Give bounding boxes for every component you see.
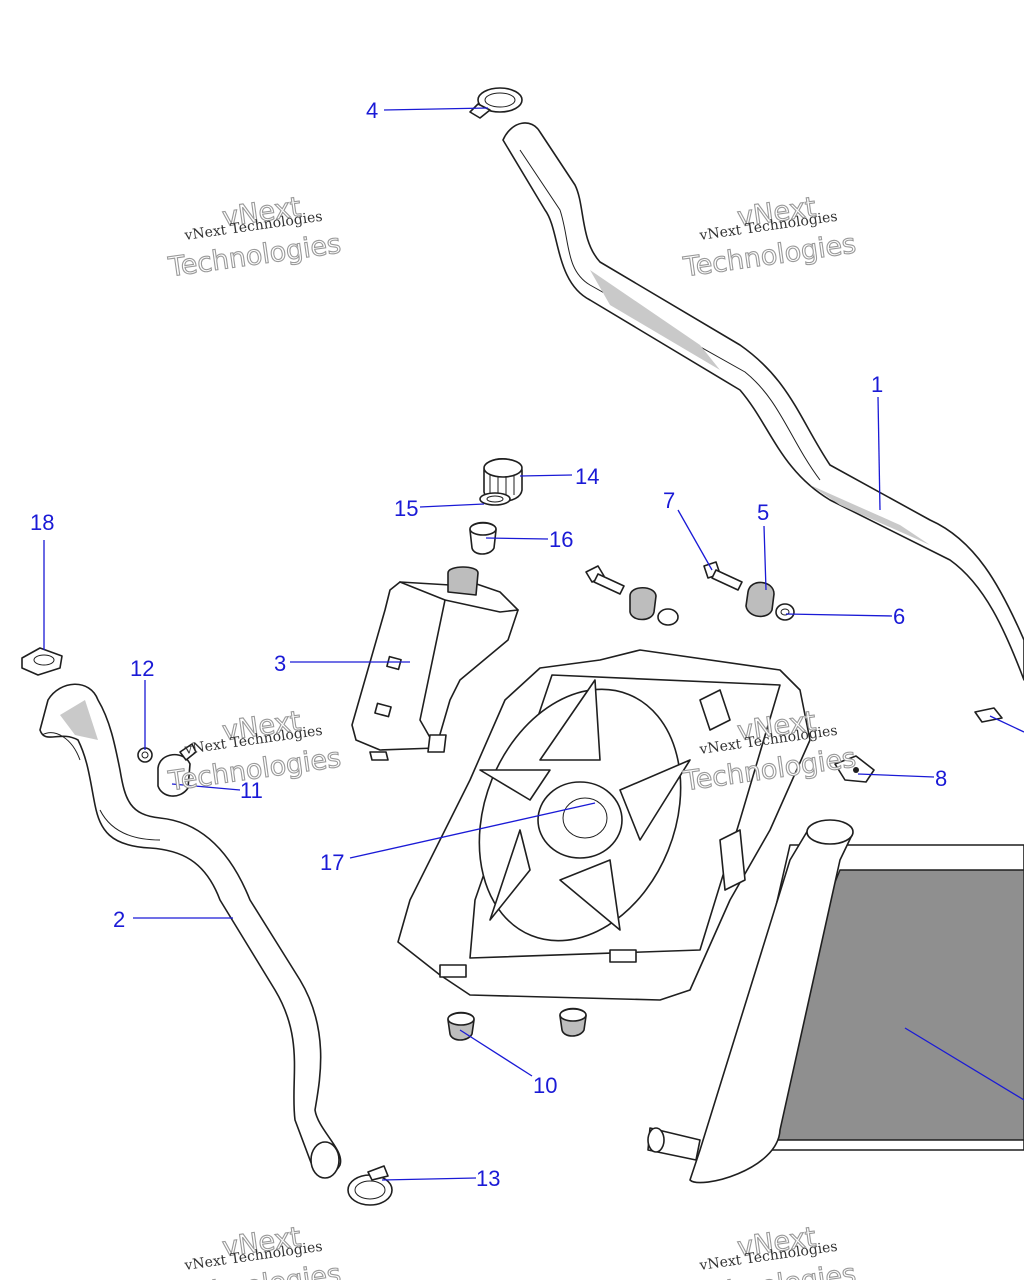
callout-2: 2 (113, 907, 125, 932)
callout-12: 12 (130, 656, 154, 681)
leader-8 (857, 773, 935, 778)
callout-15: 15 (394, 496, 418, 521)
rubber-mount-right (559, 1007, 587, 1037)
watermark: vNext vNext Technologies Technologies (165, 705, 343, 798)
leader-15 (419, 503, 485, 508)
hose-clamp-left (21, 647, 63, 676)
hose-clamp-bottom (347, 1165, 393, 1206)
coolant-reservoir (351, 566, 519, 761)
fan-mount-bolt-left (585, 565, 679, 626)
callout-5: 5 (757, 500, 769, 525)
leader-19 (904, 1027, 1024, 1101)
radiator (647, 819, 1024, 1184)
leader-1 (877, 396, 881, 511)
leader-6 (785, 613, 893, 617)
callout-3: 3 (274, 651, 286, 676)
leader-16 (485, 537, 549, 540)
lower-coolant-hose (39, 683, 342, 1179)
retaining-clip (834, 755, 875, 783)
leader-7 (677, 509, 713, 571)
leader-10 (459, 1029, 533, 1077)
leader-4 (383, 107, 489, 111)
upper-coolant-hose (502, 122, 1024, 681)
callout-17: 17 (320, 850, 344, 875)
grommet-nut (775, 603, 795, 621)
leader-17 (349, 802, 596, 859)
rubber-grommet (745, 581, 775, 618)
hose-clamp-top (469, 87, 523, 119)
watermark: vNext vNext Technologies Technologies (680, 1221, 858, 1280)
watermark: vNext vNext Technologies Technologies (680, 191, 858, 284)
callout-16: 16 (549, 527, 573, 552)
watermark: vNext vNext Technologies Technologies (165, 191, 343, 284)
leader-14 (519, 474, 573, 477)
callout-8: 8 (935, 766, 947, 791)
watermark: vNext vNext Technologies Technologies (165, 1221, 343, 1280)
fan-shroud-assembly (397, 649, 811, 1001)
callout-7: 7 (663, 488, 675, 513)
leader-5 (763, 525, 767, 591)
filler-neck-insert (469, 521, 497, 555)
push-fastener (137, 747, 153, 763)
callout-1: 1 (871, 372, 883, 397)
leader-9 (989, 715, 1024, 733)
callout-6: 6 (893, 604, 905, 629)
callout-14: 14 (575, 464, 599, 489)
callout-4: 4 (366, 98, 378, 123)
leader-13 (381, 1177, 477, 1181)
callout-10: 10 (533, 1073, 557, 1098)
callout-18: 18 (30, 510, 54, 535)
callout-11: 11 (240, 778, 263, 803)
rubber-mount-left (447, 1011, 475, 1041)
hose-clip (157, 743, 197, 797)
leader-lines (43, 107, 1024, 1181)
cap-gasket (479, 492, 511, 506)
leader-11 (171, 783, 241, 791)
callout-13: 13 (476, 1166, 500, 1191)
